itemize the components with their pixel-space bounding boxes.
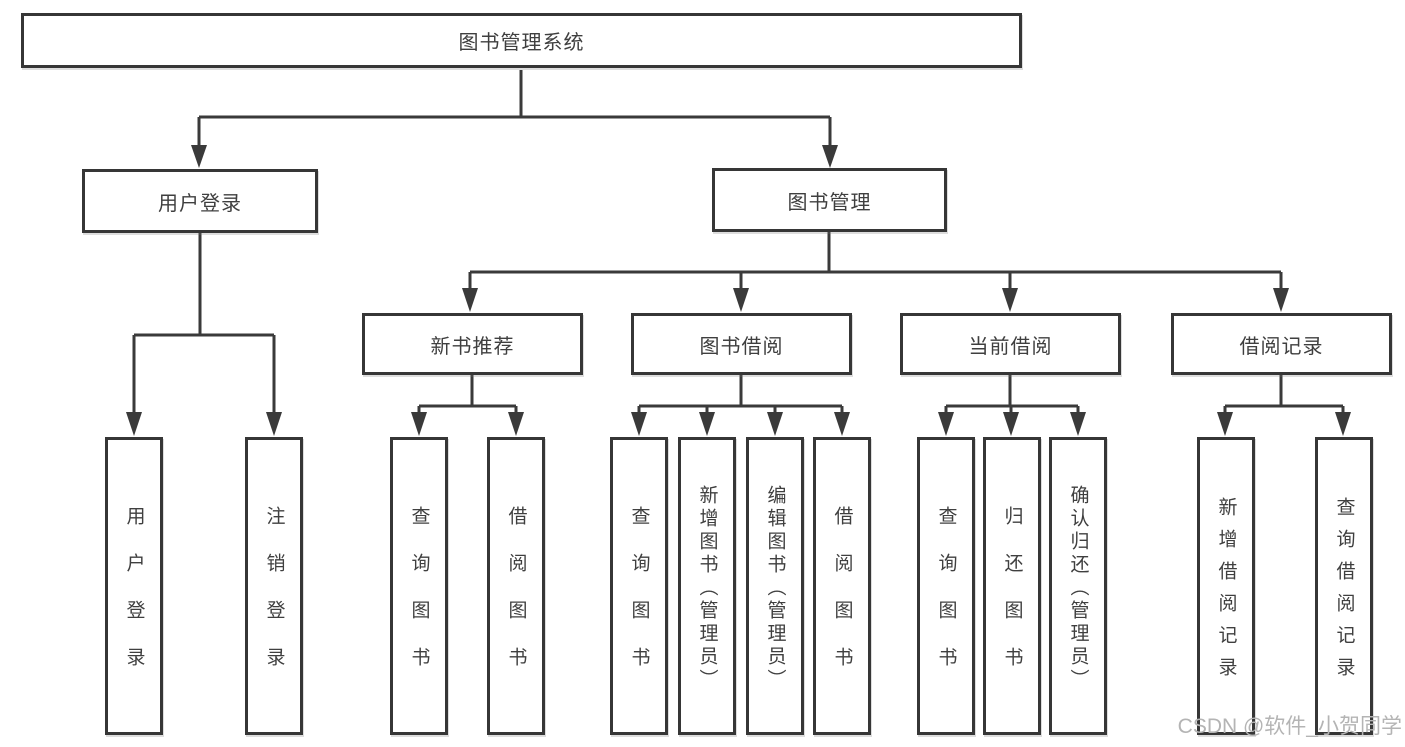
leaf-user-login: 用户登录 <box>105 437 163 735</box>
node-book-borrow-label: 图书借阅 <box>699 335 784 358</box>
node-user-login: 用户登录 <box>82 169 318 233</box>
node-current-borrow: 当前借阅 <box>900 313 1121 375</box>
node-borrow-records: 借阅记录 <box>1171 313 1392 375</box>
arrowheads <box>126 145 1351 436</box>
leaf-edit-books-admin-label: 编辑图书（管理员） <box>764 484 786 692</box>
leaf-query-borrow-record: 查询借阅记录 <box>1315 437 1373 735</box>
leaf-query-books-2: 查询图书 <box>610 437 668 735</box>
leaf-confirm-return-admin-label: 确认归还（管理员） <box>1067 484 1089 692</box>
node-root-system: 图书管理系统 <box>21 13 1022 68</box>
leaf-logout: 注销登录 <box>245 437 303 735</box>
node-book-borrow: 图书借阅 <box>631 313 852 375</box>
leaf-borrow-books-2: 借阅图书 <box>813 437 871 735</box>
leaf-user-login-label: 用户登录 <box>123 506 145 694</box>
csdn-watermark: CSDN @软件_小贺同学 <box>1177 715 1402 738</box>
node-user-login-label: 用户登录 <box>158 192 242 215</box>
leaf-add-borrow-record: 新增借阅记录 <box>1197 437 1255 735</box>
node-borrow-records-label: 借阅记录 <box>1239 335 1324 358</box>
node-root-label: 图书管理系统 <box>458 32 585 54</box>
leaf-return-books: 归还图书 <box>983 437 1041 735</box>
leaf-borrow-books-1-label: 借阅图书 <box>505 506 527 694</box>
node-current-borrow-label: 当前借阅 <box>968 335 1053 358</box>
node-book-management: 图书管理 <box>712 168 947 232</box>
leaf-query-books-3: 查询图书 <box>917 437 975 735</box>
leaf-borrow-books-2-label: 借阅图书 <box>831 506 853 694</box>
leaf-query-books-3-label: 查询图书 <box>935 506 957 694</box>
node-book-management-label: 图书管理 <box>787 191 872 214</box>
leaf-add-books-admin-label: 新增图书（管理员） <box>696 484 718 692</box>
leaf-logout-label: 注销登录 <box>263 506 285 694</box>
leaf-query-books-1: 查询图书 <box>390 437 448 735</box>
leaf-edit-books-admin: 编辑图书（管理员） <box>746 437 804 735</box>
connector-stems <box>132 70 1345 420</box>
leaf-confirm-return-admin: 确认归还（管理员） <box>1049 437 1107 735</box>
leaf-query-books-1-label: 查询图书 <box>408 506 430 694</box>
leaf-add-borrow-record-label: 新增借阅记录 <box>1215 496 1237 689</box>
leaf-return-books-label: 归还图书 <box>1001 506 1023 694</box>
node-new-book-recommend: 新书推荐 <box>362 313 583 375</box>
node-new-book-recommend-label: 新书推荐 <box>430 335 515 358</box>
leaf-query-books-2-label: 查询图书 <box>628 506 650 694</box>
leaf-query-borrow-record-label: 查询借阅记录 <box>1333 496 1355 689</box>
leaf-borrow-books-1: 借阅图书 <box>487 437 545 735</box>
leaf-add-books-admin: 新增图书（管理员） <box>678 437 736 735</box>
